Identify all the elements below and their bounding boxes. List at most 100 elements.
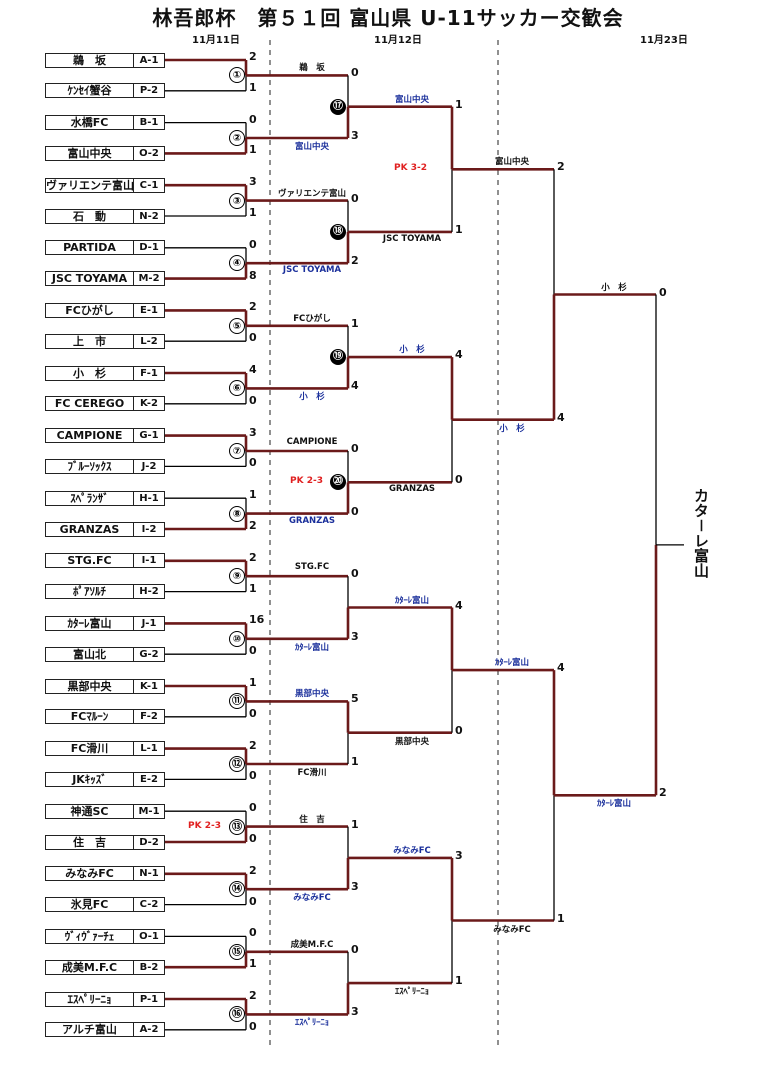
team-box: FC CEREGO K-2 (45, 396, 165, 412)
champion-label: カタ－レ富山 (692, 488, 710, 579)
team-name: PARTIDA (63, 241, 116, 255)
match-number-badge: ⑥ (229, 380, 245, 397)
team-name: GRANZAS (59, 522, 120, 536)
team-name: ｶﾀｰﾚ富山 (67, 616, 112, 630)
team-name: 富山中央 (67, 146, 112, 160)
r2-team-label: ヴァリエンテ富山 (277, 188, 346, 199)
r1-score: 1 (249, 676, 257, 689)
match-number-badge: ⑦ (229, 443, 245, 459)
r2-team-label: CAMPIONE (286, 437, 338, 447)
team-seed: J-1 (133, 616, 164, 630)
team-name: 水橋FC (70, 116, 109, 130)
team-seed: H-1 (133, 491, 164, 505)
r4-team-label: ｶﾀｰﾚ富山 (494, 658, 529, 669)
r3-score: 0 (455, 723, 463, 737)
team-name: FC CEREGO (54, 397, 125, 411)
date-day2: 11月12日 (374, 35, 422, 46)
r1-score: 2 (249, 550, 257, 564)
team-name: ｽﾍﾟﾗﾝｻﾞ (70, 491, 109, 505)
team-box: 富山中央 O-2 (45, 145, 165, 161)
r3-score: 4 (455, 598, 463, 612)
r4-score: 2 (557, 160, 565, 174)
pk-result: PK 2-3 (290, 476, 323, 487)
r2-score: 3 (351, 880, 359, 894)
r2-score: 0 (351, 66, 359, 80)
r3-score: 4 (455, 348, 463, 362)
r2-team-label: 成美M.F.C (290, 939, 334, 950)
r2-team-label: GRANZAS (288, 515, 336, 526)
r2-score: 0 (351, 942, 359, 956)
team-name: CAMPIONE (56, 429, 123, 443)
r1-score: 0 (249, 894, 257, 908)
team-seed: L-2 (133, 334, 164, 348)
r2-score: 3 (351, 629, 359, 643)
r1-score: 0 (249, 769, 257, 783)
r1-score: 4 (249, 363, 257, 376)
r3-score: 1 (455, 974, 463, 988)
r1-score: 0 (249, 801, 257, 815)
team-seed: K-2 (133, 397, 164, 411)
match-number-badge: ⑧ (229, 505, 245, 522)
match-number-badge: ⑮ (229, 943, 245, 960)
tournament-title: 林吾郎杯 第５１回 富山県 U-11サッカー交歓会 (152, 6, 624, 30)
r1-score: 2 (249, 300, 257, 314)
final-team-label: ｶﾀｰﾚ富山 (596, 799, 631, 810)
r2-score: 0 (351, 504, 359, 518)
r1-score: 3 (249, 175, 257, 189)
r1-score: 0 (249, 331, 257, 345)
team-name: ｳﾞｨｳﾞｧｰﾁｪ (64, 929, 115, 943)
r3-team-label: 小 杉 (399, 345, 425, 356)
team-seed: C-1 (133, 178, 164, 192)
r2-team-label: ｶﾀｰﾚ富山 (294, 642, 329, 653)
team-seed: F-1 (133, 366, 164, 380)
team-name: FC滑川 (70, 742, 109, 756)
r1-score: 2 (249, 863, 257, 877)
team-box: PARTIDA D-1 (45, 240, 165, 256)
r2-team-label: みなみFC (293, 893, 331, 904)
team-seed: O-2 (133, 146, 164, 160)
team-seed: B-2 (133, 960, 164, 974)
team-name: 住 吉 (73, 835, 106, 849)
r3-team-label: GRANZAS (388, 484, 436, 495)
team-name: 氷見FC (70, 898, 109, 912)
team-seed: I-1 (133, 554, 164, 568)
r2-team-label: ｴｽﾍﾟﾘｰﾆｮ (294, 1018, 329, 1029)
r1-score: 1 (249, 206, 257, 219)
r2-score: 3 (351, 129, 359, 142)
r4-team-label: みなみFC (493, 924, 531, 935)
r1-score: 1 (249, 488, 257, 502)
r4-team-label: 小 杉 (499, 423, 525, 434)
r1-score: 1 (249, 143, 257, 157)
r3-score: 0 (455, 473, 463, 487)
team-name: ｹﾝｾｲ蟹谷 (67, 84, 112, 98)
match-number-badge: ② (229, 130, 245, 146)
team-seed: D-1 (133, 241, 164, 255)
r3-team-label: 富山中央 (394, 94, 429, 105)
r2-team-label: 黒部中央 (294, 689, 329, 700)
team-seed: K-1 (133, 679, 164, 693)
r2-team-label: FCひがし (293, 313, 331, 324)
match-number-badge: ③ (229, 192, 245, 209)
pk-result: PK 2-3 (188, 820, 221, 831)
r3-score: 1 (455, 97, 463, 111)
team-name: FCひがし (65, 303, 114, 317)
match-number-badge: ⑰ (330, 98, 346, 115)
r3-score: 3 (455, 848, 463, 862)
r4-score: 1 (557, 911, 565, 925)
r1-score: 2 (249, 738, 257, 752)
r4-team-label: 富山中央 (494, 157, 529, 168)
r1-score: 0 (249, 112, 257, 126)
team-seed: C-2 (133, 898, 164, 912)
match-number-badge: ⑫ (229, 756, 245, 772)
